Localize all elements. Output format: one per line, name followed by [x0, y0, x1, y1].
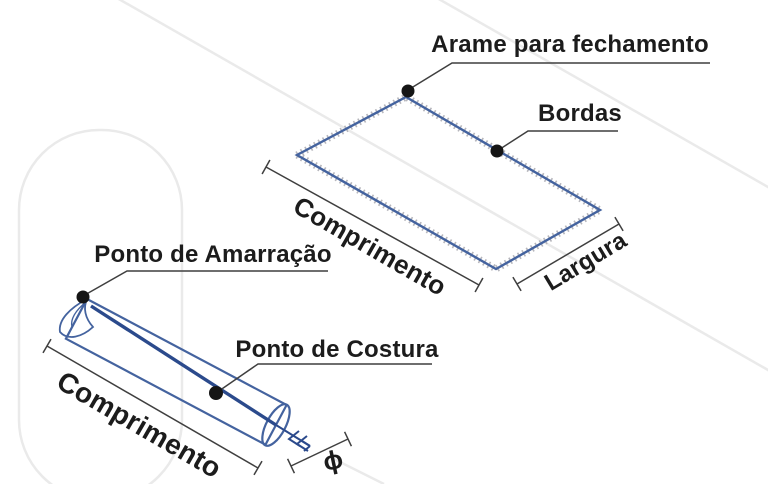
mesh-roll [58, 296, 311, 452]
panel-largura-dimension [512, 216, 624, 292]
bordas-label: Bordas [538, 100, 622, 127]
ponto-de-amarracao-label: Ponto de Amarração [94, 241, 332, 268]
panel-comprimento-dimension [261, 159, 484, 293]
callout-lines [82, 62, 710, 394]
amarracao-leader-line [82, 270, 328, 297]
decor-capsule [17, 128, 184, 484]
anchor-dots [76, 84, 504, 400]
arame-leader-line [407, 62, 710, 91]
arame-anchor-dot [401, 84, 415, 98]
dimension-lines [42, 159, 624, 476]
mesh-roll-open-flap [58, 296, 95, 338]
amarracao-anchor-dot [76, 290, 90, 304]
bordas-anchor-dot [490, 144, 504, 158]
decor-diagonal-line-3 [331, 456, 385, 484]
background-decor [17, 0, 768, 484]
decor-diagonal-line-2 [437, 0, 768, 189]
bordas-leader-line [496, 130, 618, 152]
mesh-roll-body [64, 297, 289, 447]
costura-anchor-dot [209, 386, 223, 400]
ponto-de-costura-label: Ponto de Costura [235, 336, 439, 363]
seam-wire-twist-arrow [275, 424, 311, 452]
roll-comprimento-dimension [42, 338, 263, 476]
mesh-panel-face [294, 95, 603, 271]
costura-leader-line [215, 363, 432, 394]
roll-diametro-dimension [286, 431, 353, 474]
decor-diagonal-line-1 [117, 0, 768, 372]
arame-para-fechamento-label: Arame para fechamento [431, 31, 709, 58]
mesh-panel [289, 92, 608, 274]
seam-line [90, 304, 277, 427]
